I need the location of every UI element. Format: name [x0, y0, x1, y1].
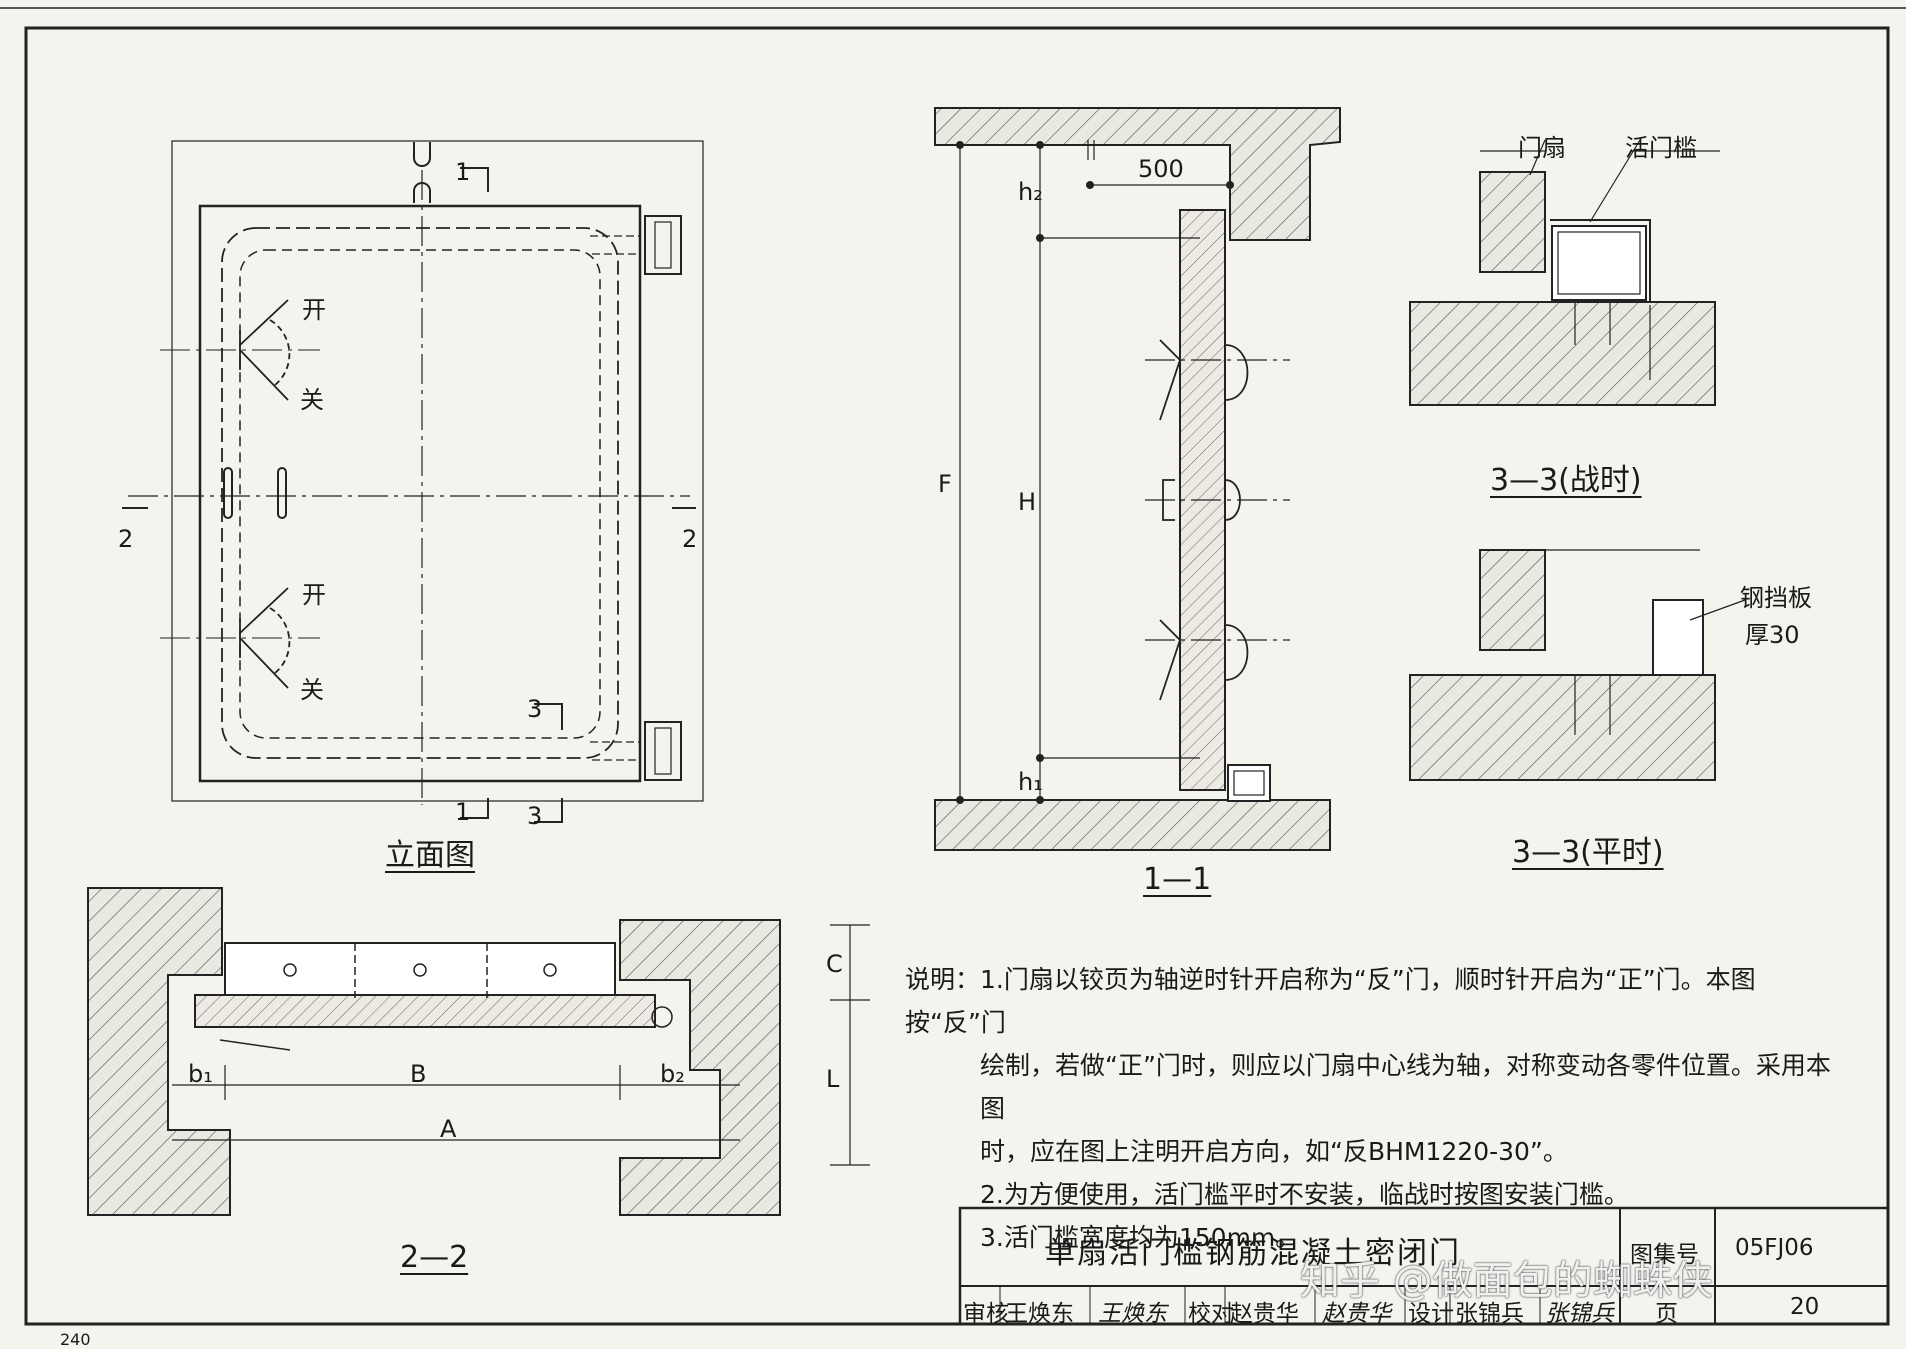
- open-mark-bottom: 开: [302, 581, 326, 609]
- designer-name: 张锦兵: [1455, 1301, 1524, 1327]
- dim-a: A: [440, 1115, 457, 1143]
- cut-1-top: 1: [455, 158, 471, 186]
- close-mark-bottom: 关: [300, 676, 324, 704]
- checker-signature: 赵贵华: [1322, 1301, 1391, 1327]
- section-3-3-peace-title: 3—3(平时): [1512, 835, 1664, 870]
- reviewer-name: 王焕东: [1005, 1301, 1074, 1327]
- dim-c: C: [826, 950, 843, 978]
- dim-b1: b₁: [188, 1060, 213, 1088]
- dim-h1: h₁: [1018, 768, 1043, 796]
- dim-h: H: [1018, 488, 1037, 516]
- title-block: [958, 1206, 1890, 1326]
- dim-b2: b₂: [660, 1060, 685, 1088]
- page-label: 页: [1655, 1301, 1678, 1327]
- atlas-label: 图集号: [1630, 1242, 1699, 1268]
- section-2-2-title: 2—2: [400, 1240, 469, 1275]
- close-mark-top: 关: [300, 386, 324, 414]
- note-line-1: 说明：1.门扇以铰页为轴逆时针开启称为“反”门，顺时针开启为“正”门。本图按“反…: [905, 965, 1756, 1037]
- cut-3-bottom: 3: [527, 802, 543, 830]
- open-mark-top: 开: [302, 296, 326, 324]
- label-door-leaf: 门扇: [1518, 134, 1566, 162]
- section-3-3-peace-view: [1409, 549, 1746, 781]
- cut-2-left: 2: [118, 525, 134, 553]
- section-2-2-view: [87, 887, 870, 1216]
- elevation-view: [122, 140, 704, 823]
- page-number: 20: [1790, 1294, 1820, 1320]
- note-line-4: 2.为方便使用，活门槛平时不安装，临战时按图安装门槛。: [980, 1180, 1629, 1209]
- elevation-title: 立面图: [385, 838, 475, 873]
- note-line-5: 3.活门槛宽度均为150mm。: [980, 1223, 1301, 1252]
- checker-label: 校对: [1188, 1301, 1234, 1327]
- note-line-3: 时，应在图上注明开启方向，如“反BHM1220-30”。: [980, 1137, 1568, 1166]
- cut-2-right: 2: [682, 525, 698, 553]
- atlas-number: 05FJ06: [1735, 1235, 1814, 1261]
- label-thickness: 厚30: [1745, 621, 1800, 649]
- corner-page-number: 240: [60, 1330, 91, 1349]
- cut-1-bottom: 1: [455, 798, 471, 826]
- section-1-1-title: 1—1: [1143, 862, 1212, 897]
- dim-500: 500: [1138, 155, 1184, 183]
- section-3-3-war-title: 3—3(战时): [1490, 463, 1642, 498]
- sheet-frame: [0, 7, 1906, 1326]
- designer-signature: 张锦兵: [1545, 1301, 1614, 1327]
- dim-f: F: [938, 470, 952, 498]
- dim-b: B: [410, 1060, 427, 1088]
- dim-l: L: [826, 1065, 840, 1093]
- section-1-1-view: [934, 107, 1341, 851]
- label-steel-plate: 钢挡板: [1740, 584, 1812, 612]
- reviewer-label: 审核: [963, 1301, 1009, 1327]
- dim-h2: h₂: [1018, 178, 1043, 206]
- drawing-title: 单扇活门槛钢筋混凝土密闭门: [1045, 1236, 1461, 1271]
- designer-label: 设计: [1408, 1301, 1454, 1327]
- section-3-3-war-view: [1409, 139, 1720, 406]
- cut-3-mid: 3: [527, 695, 543, 723]
- notes-block: 说明：1.门扇以铰页为轴逆时针开启称为“反”门，顺时针开启为“正”门。本图按“反…: [905, 958, 1835, 1259]
- reviewer-signature: 王焕东: [1098, 1301, 1167, 1327]
- checker-name: 赵贵华: [1230, 1301, 1299, 1327]
- note-line-2: 绘制，若做“正”门时，则应以门扇中心线为轴，对称变动各零件位置。采用本图: [980, 1051, 1831, 1123]
- watermark: 知乎 @做面包的蜘蛛侠: [1300, 1258, 1713, 1304]
- label-movable-sill: 活门槛: [1625, 134, 1697, 162]
